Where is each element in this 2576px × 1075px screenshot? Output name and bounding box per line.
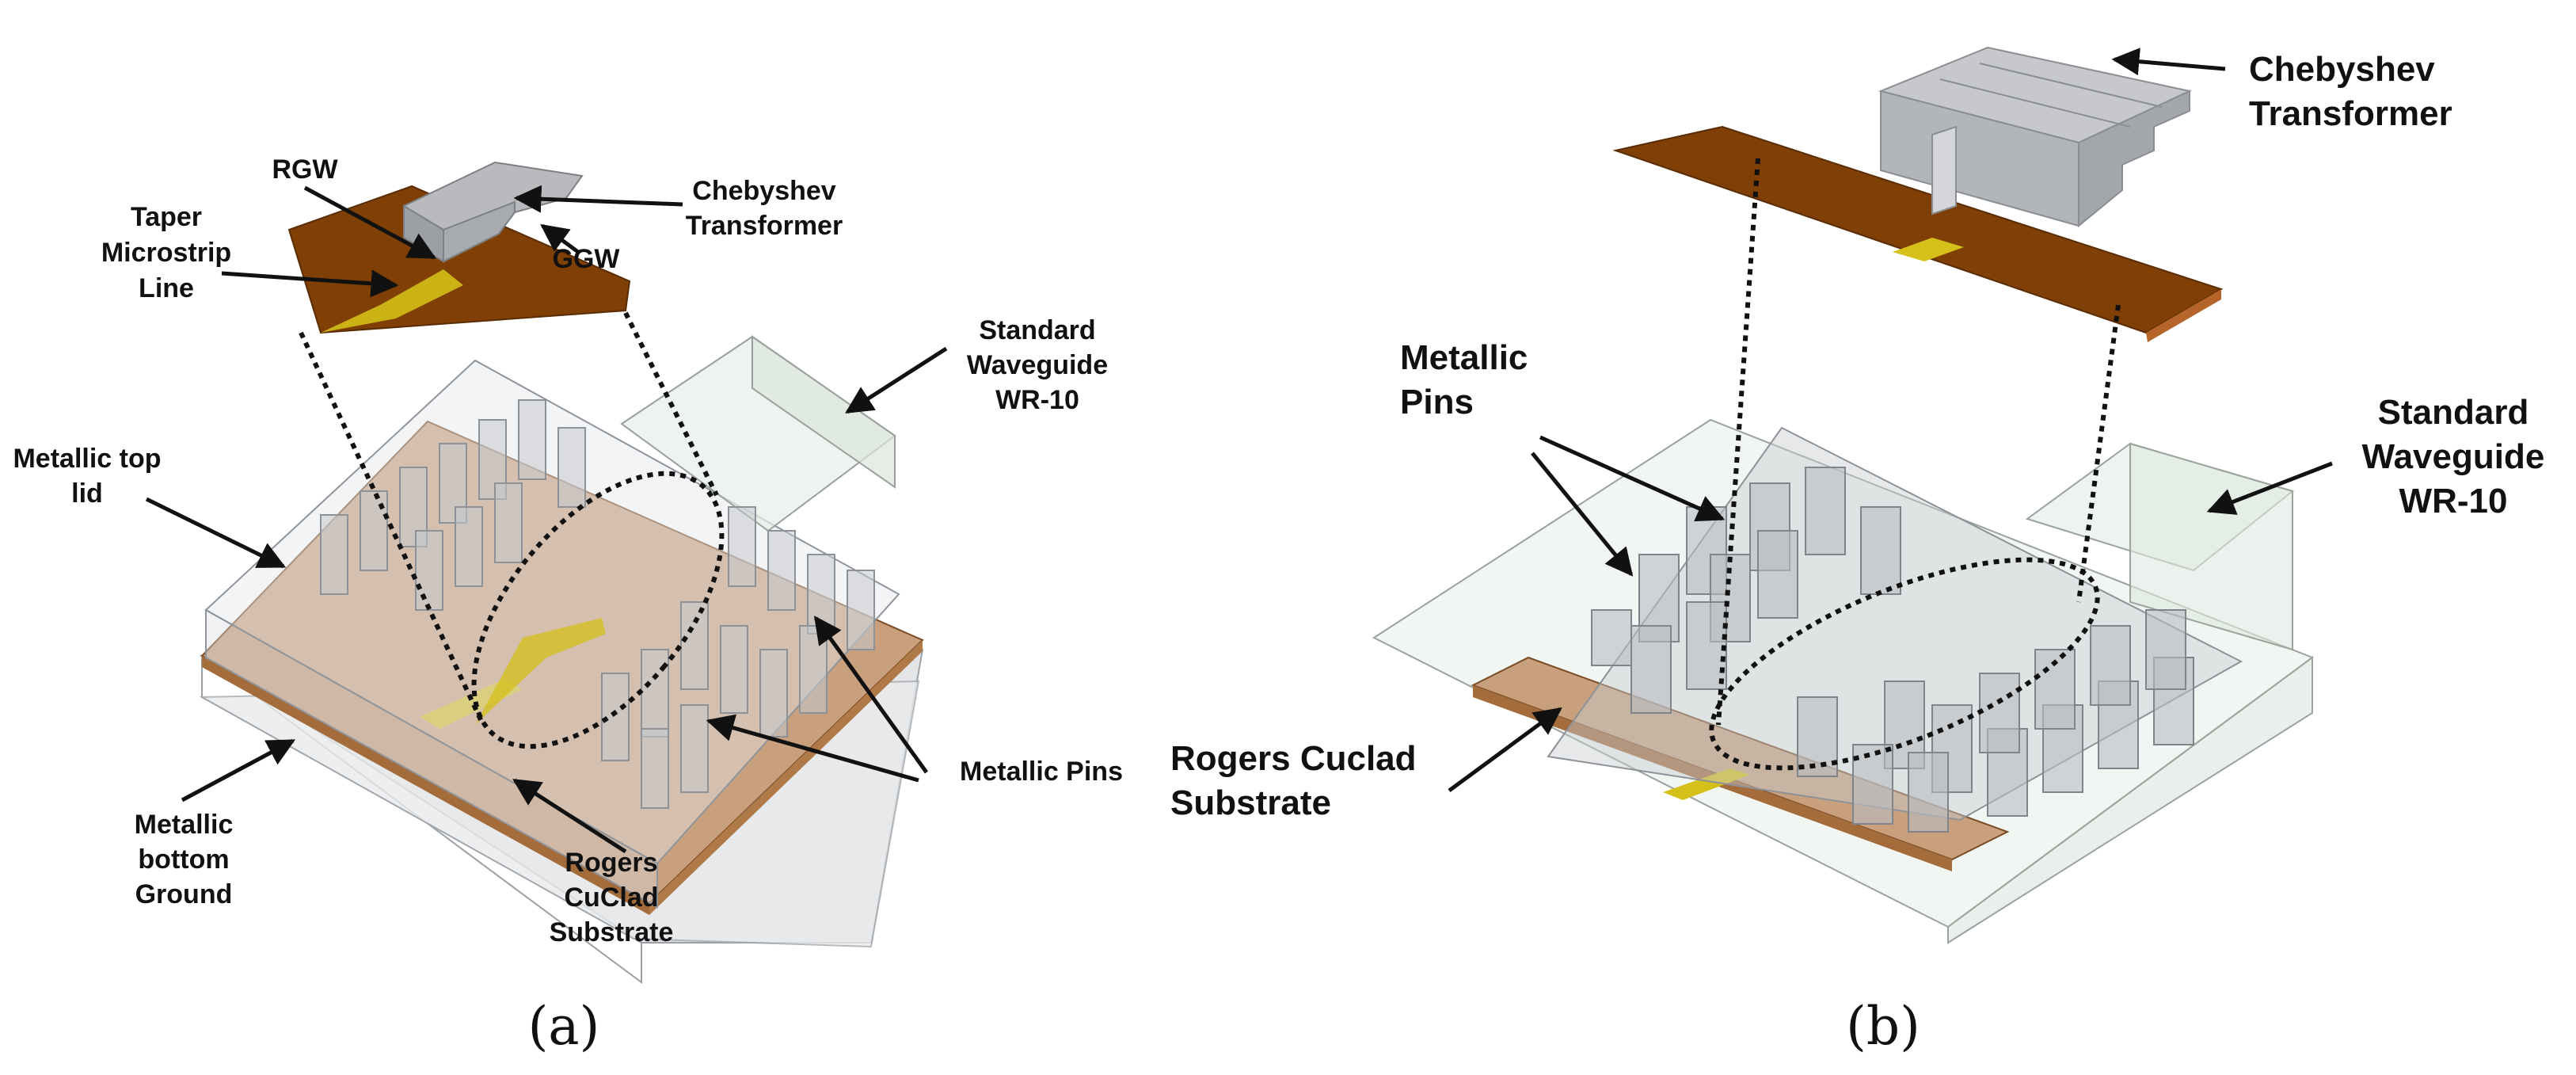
labels-b: Chebyshev Transformer Metallic Pins Stan… [1170, 50, 2544, 822]
label-chebyshev-a-2: Transformer [686, 211, 843, 241]
label-sub-a-2: CuClad [565, 882, 659, 913]
std-waveguide-b [2025, 442, 2295, 651]
caption-b: (b) [1846, 996, 1920, 1057]
caption-a: (a) [528, 996, 600, 1057]
label-chebyshev-b-1: Chebyshev [2249, 50, 2435, 89]
label-rgw: RGW [272, 154, 338, 185]
inset-chebyshev-b [1878, 46, 2193, 228]
projection-lines-a [299, 311, 725, 749]
label-chebyshev-b-2: Transformer [2249, 94, 2452, 133]
pins-a [320, 399, 875, 809]
pins-b [1591, 467, 2194, 833]
label-std-b-3: WR-10 [2399, 482, 2508, 520]
labels-a: RGW Taper Microstrip Line Chebyshev Tran… [13, 154, 1123, 947]
label-ground-3: Ground [135, 879, 233, 909]
label-ground-1: Metallic [135, 810, 234, 840]
arrows-a [145, 185, 948, 854]
label-sub-b-2: Substrate [1170, 783, 1331, 822]
label-sub-a-3: Substrate [550, 917, 674, 947]
label-toplid-1: Metallic top [13, 444, 161, 474]
label-pins-b-2: Pins [1400, 383, 1474, 421]
panel-b: Chebyshev Transformer Metallic Pins Stan… [1170, 46, 2544, 1057]
taper-microstrip-a [475, 618, 606, 725]
projection-lines-b [1709, 158, 2121, 771]
label-taper-3: Line [139, 273, 194, 303]
label-sub-a-1: Rogers [565, 848, 657, 878]
label-sub-b-1: Rogers Cuclad [1170, 739, 1417, 778]
label-ggw: GGW [553, 244, 621, 274]
label-pins-a: Metallic Pins [960, 757, 1123, 787]
label-std-b-2: Waveguide [2362, 437, 2545, 476]
inset-substrate-b [1612, 125, 2224, 342]
label-ground-2: bottom [138, 844, 229, 875]
label-toplid-2: lid [71, 478, 103, 509]
label-taper-2: Microstrip [101, 238, 231, 268]
label-std-a-3: WR-10 [995, 385, 1079, 415]
label-taper-1: Taper [131, 202, 202, 232]
arrows-b [1448, 48, 2333, 793]
label-chebyshev-a-1: Chebyshev [692, 176, 835, 206]
label-std-b-1: Standard [2378, 393, 2529, 432]
label-std-a-1: Standard [979, 315, 1095, 345]
label-std-a-2: Waveguide [967, 350, 1108, 380]
panel-a: RGW Taper Microstrip Line Chebyshev Tran… [13, 154, 1123, 1057]
label-pins-b-1: Metallic [1400, 338, 1528, 377]
